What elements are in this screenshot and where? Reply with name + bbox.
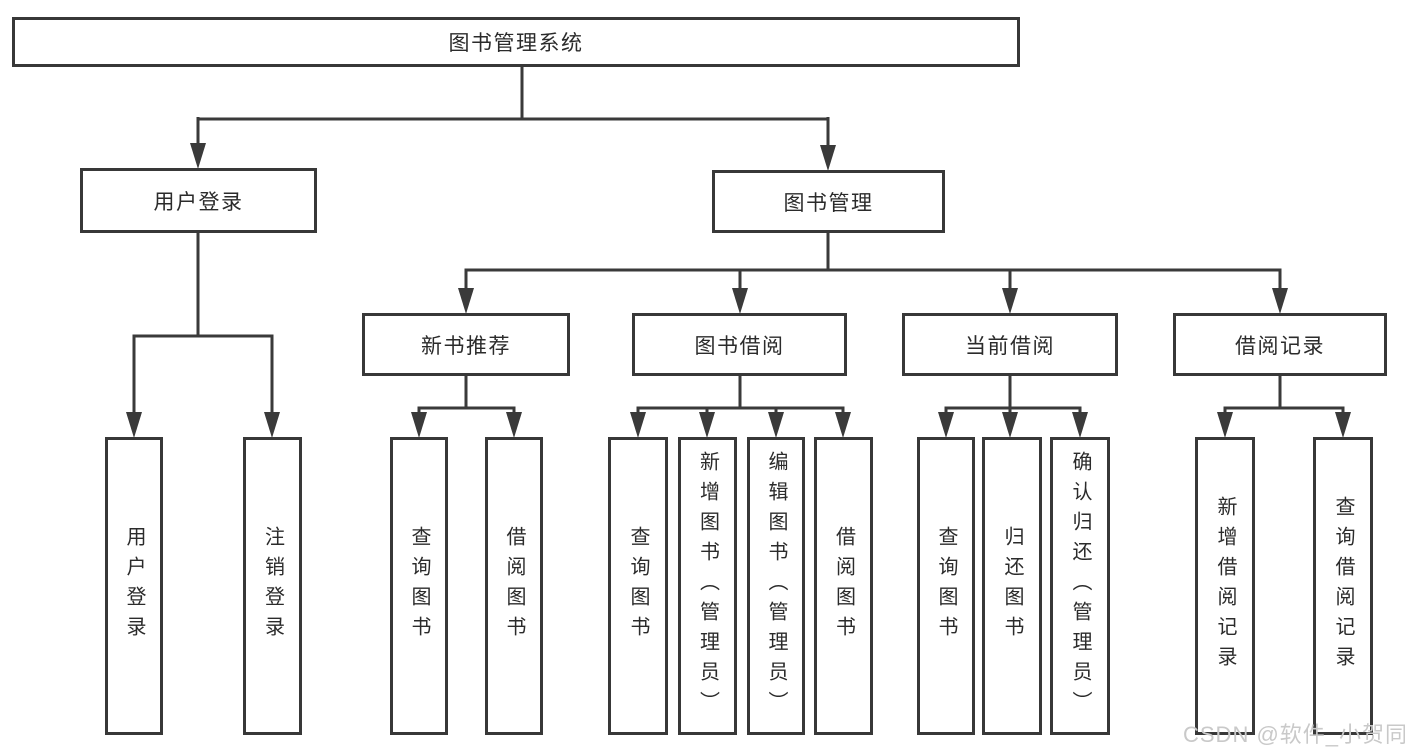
leaf-label: 归还图书	[1001, 526, 1023, 646]
leaf-edit-books-admin: 编辑图书（管理员）	[747, 437, 805, 735]
leaf-query-borrow-record: 查询借阅记录	[1313, 437, 1373, 735]
leaf-add-books-admin: 新增图书（管理员）	[678, 437, 737, 735]
node-root-library-system: 图书管理系统	[12, 17, 1020, 67]
leaf-confirm-return-admin: 确认归还（管理员）	[1050, 437, 1110, 735]
leaf-label: 查询借阅记录	[1332, 496, 1354, 676]
leaf-label: 编辑图书（管理员）	[765, 451, 787, 721]
leaf-label: 借阅图书	[503, 526, 525, 646]
leaf-label: 新增借阅记录	[1214, 496, 1236, 676]
leaf-label: 查询图书	[627, 526, 649, 646]
leaf-query-books-borrow: 查询图书	[608, 437, 668, 735]
node-book-borrow: 图书借阅	[632, 313, 847, 376]
leaf-user-login: 用户登录	[105, 437, 163, 735]
leaf-borrow-books-recommend: 借阅图书	[485, 437, 543, 735]
node-current-borrow: 当前借阅	[902, 313, 1118, 376]
leaf-add-borrow-record: 新增借阅记录	[1195, 437, 1255, 735]
leaf-logout: 注销登录	[243, 437, 302, 735]
leaf-return-books: 归还图书	[982, 437, 1042, 735]
node-new-book-recommend: 新书推荐	[362, 313, 570, 376]
leaf-label: 新增图书（管理员）	[696, 451, 719, 721]
leaf-label: 借阅图书	[832, 526, 855, 646]
node-book-management: 图书管理	[712, 170, 945, 233]
leaf-label: 查询图书	[408, 526, 430, 646]
leaf-query-books-current: 查询图书	[917, 437, 975, 735]
node-user-login: 用户登录	[80, 168, 317, 233]
leaf-borrow-books-borrow: 借阅图书	[814, 437, 873, 735]
leaf-label: 确认归还（管理员）	[1069, 451, 1091, 721]
node-borrow-records: 借阅记录	[1173, 313, 1387, 376]
leaf-query-books-recommend: 查询图书	[390, 437, 448, 735]
leaf-label: 查询图书	[935, 526, 957, 646]
csdn-watermark: CSDN @软件_小贺同学	[1183, 722, 1405, 747]
leaf-label: 用户登录	[123, 526, 145, 646]
leaf-label: 注销登录	[261, 526, 284, 646]
